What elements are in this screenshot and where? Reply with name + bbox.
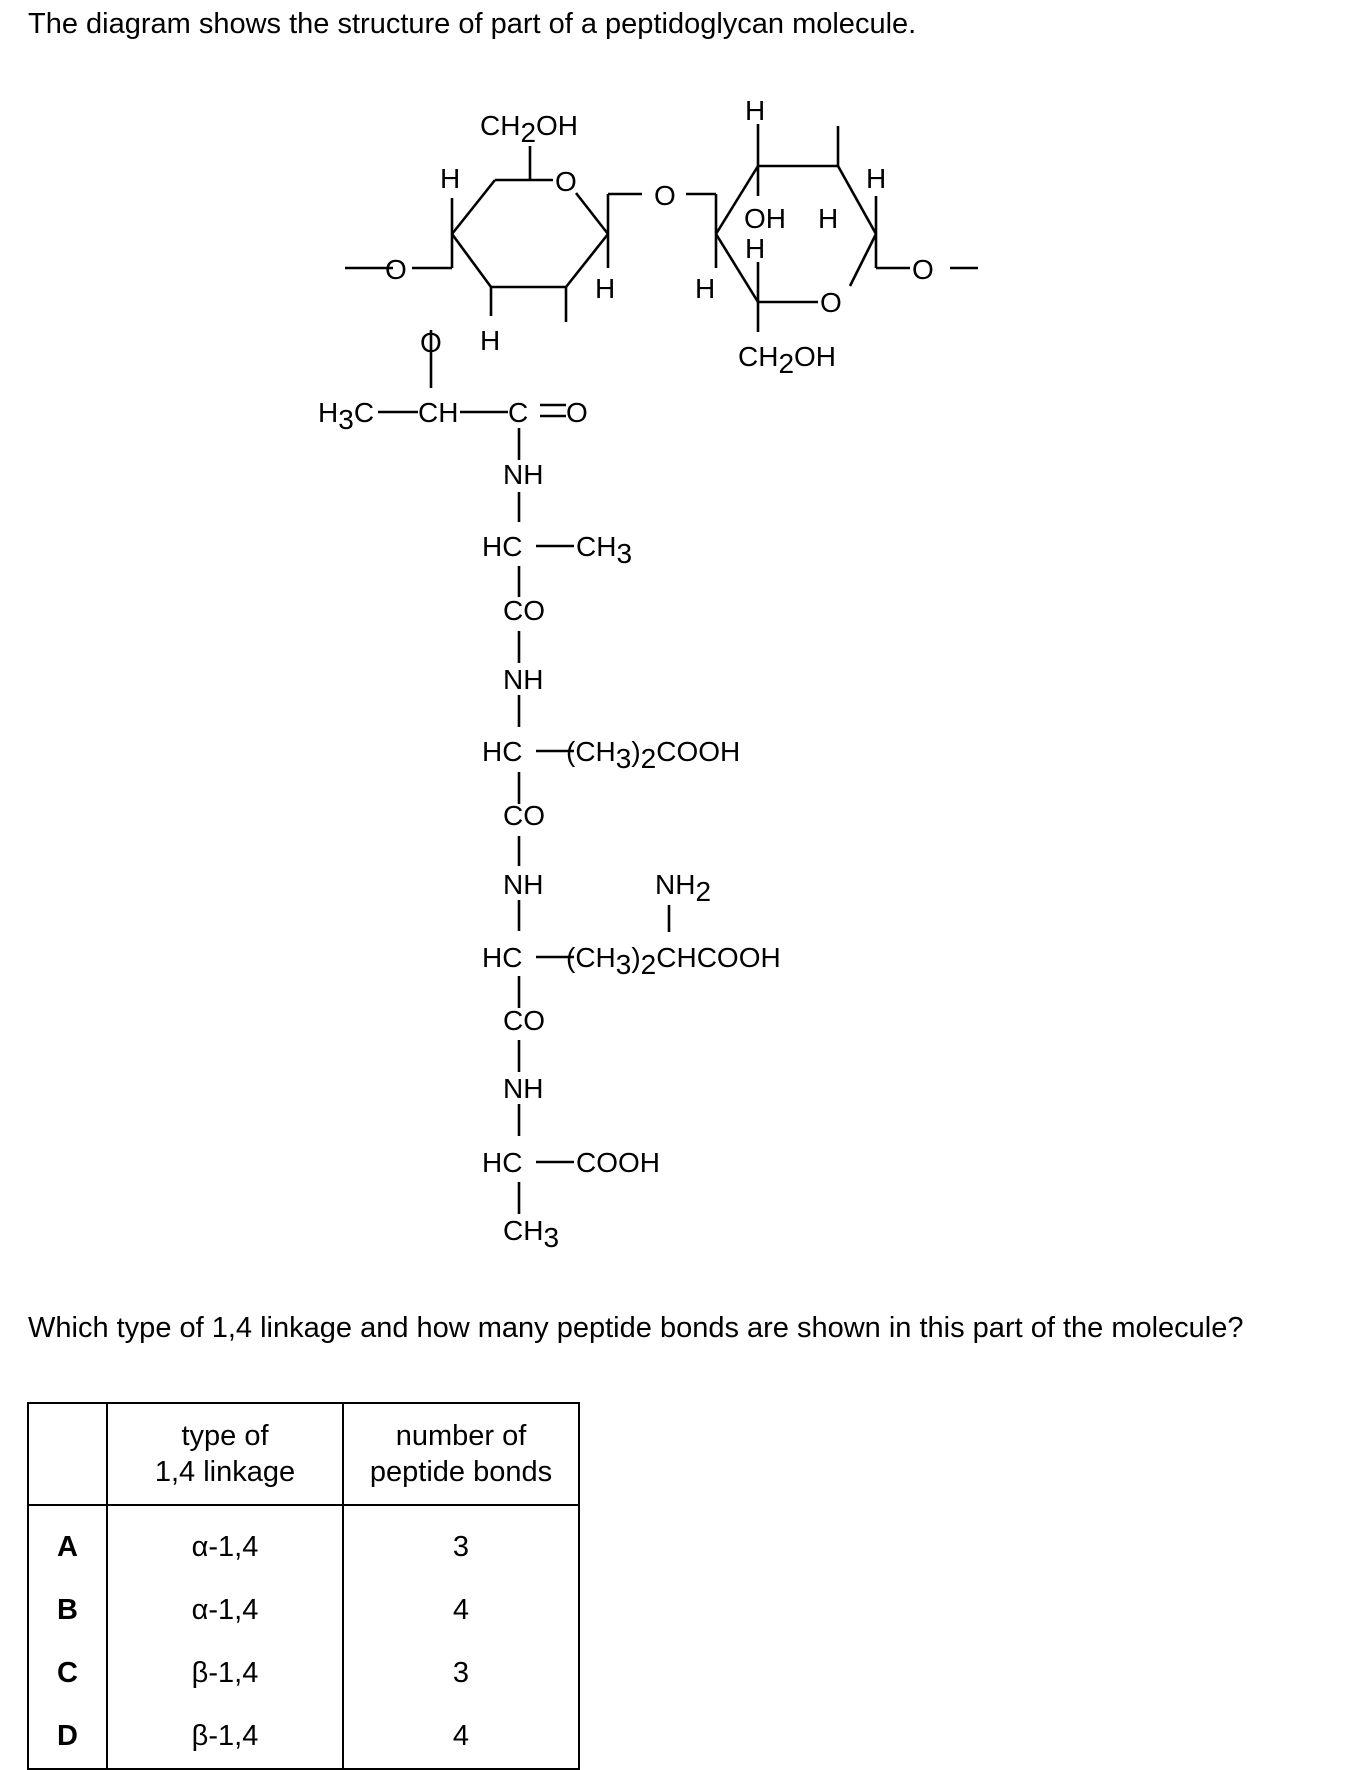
ring2-top-h-label: H: [745, 95, 765, 126]
peptide-nh-4-label: NH: [503, 1073, 543, 1104]
header-peptide-bonds: number of peptide bonds: [342, 1402, 580, 1506]
option-bonds: 4: [342, 1579, 580, 1642]
ring2-inner-h-label: H: [818, 203, 838, 234]
terminal-ch3-label: CH3: [503, 1215, 559, 1253]
lactyl-carbonyl-o-label: O: [566, 397, 588, 428]
side-chain-glu-label: (CH3)2COOH: [566, 736, 740, 774]
peptide-co-2-label: CO: [503, 800, 545, 831]
ring1-left-o-label: O: [385, 254, 407, 285]
option-linkage: β-1,4: [106, 1642, 344, 1705]
peptide-hc-4-label: HC: [482, 1147, 522, 1178]
peptide-hc-2-label: HC: [482, 736, 522, 767]
intro-text: The diagram shows the structure of part …: [28, 8, 917, 40]
side-chain-lys-label: (CH3)2CHCOOH: [566, 942, 781, 980]
ring2-c4-h-label: H: [695, 273, 715, 304]
glycosidic-oxygen-label: O: [654, 180, 676, 211]
ring1-c5-h-label: H: [440, 163, 460, 194]
peptide-nh-3-label: NH: [503, 869, 543, 900]
option-row-c[interactable]: C β-1,4 3: [27, 1642, 580, 1705]
terminal-cooh-label: COOH: [576, 1147, 660, 1178]
ring2-ring-oxygen-label: O: [820, 287, 842, 318]
option-row-a[interactable]: A α-1,4 3: [27, 1505, 580, 1579]
lactyl-ch-label: CH: [418, 397, 458, 428]
ring1-ch2oh-label: CH2OH: [480, 110, 578, 148]
option-linkage: β-1,4: [106, 1705, 344, 1770]
ring2-ch2oh-label: CH2OH: [738, 341, 836, 379]
peptide-hc-1-label: HC: [482, 531, 522, 562]
option-row-b[interactable]: B α-1,4 4: [27, 1579, 580, 1642]
left-sugar-ring: [345, 146, 642, 388]
side-chain-nh2-label: NH2: [655, 869, 711, 907]
option-bonds: 3: [342, 1505, 580, 1579]
side-chain-ch3-label: CH3: [576, 531, 632, 569]
peptide-chain-bonds: [378, 403, 671, 1214]
ring2-right-o-label: O: [912, 254, 934, 285]
peptide-co-1-label: CO: [503, 595, 545, 626]
ring1-ring-oxygen-label: O: [555, 166, 577, 197]
lactyl-carbonyl-c-label: C: [508, 397, 528, 428]
option-letter: B: [27, 1579, 108, 1642]
option-linkage: α-1,4: [106, 1579, 344, 1642]
option-letter: A: [27, 1505, 108, 1579]
lactyl-h3c-label: H3C: [318, 397, 374, 435]
option-bonds: 3: [342, 1642, 580, 1705]
ring1-c3-o-label: O: [420, 327, 442, 358]
ring2-right-h-label: H: [866, 163, 886, 194]
option-letter: D: [27, 1705, 108, 1770]
ring1-c1-h-label: H: [595, 273, 615, 304]
peptidoglycan-structure-diagram: CH2OH H O O H O H O H H OH H H H O O CH2…: [318, 95, 978, 1253]
option-letter: C: [27, 1642, 108, 1705]
ring1-c2-h-label: H: [480, 325, 500, 356]
ring2-oh-label: OH: [744, 203, 786, 234]
option-bonds: 4: [342, 1705, 580, 1770]
option-linkage: α-1,4: [106, 1505, 344, 1579]
peptide-co-3-label: CO: [503, 1005, 545, 1036]
glycosidic-bond: [686, 192, 718, 268]
peptide-nh-2-label: NH: [503, 664, 543, 695]
answer-options-table: type of 1,4 linkage number of peptide bo…: [27, 1402, 580, 1770]
peptide-hc-3-label: HC: [482, 942, 522, 973]
table-corner-cell: [27, 1402, 108, 1506]
right-sugar-ring: [714, 124, 978, 332]
question-text: Which type of 1,4 linkage and how many p…: [28, 1312, 1244, 1344]
peptide-nh-1-label: NH: [503, 459, 543, 490]
ring2-lower-h-label: H: [745, 233, 765, 264]
option-row-d[interactable]: D β-1,4 4: [27, 1705, 580, 1770]
header-linkage-type: type of 1,4 linkage: [106, 1402, 344, 1506]
